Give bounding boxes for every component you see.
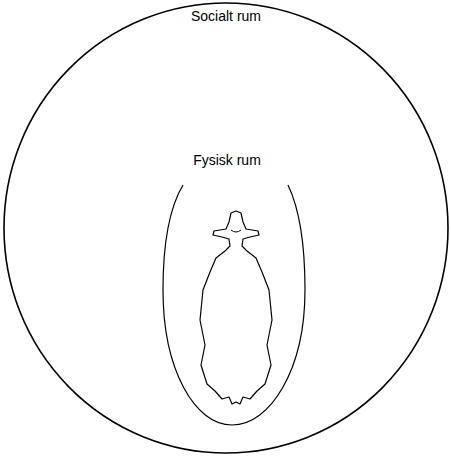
region-label: Fysisk rum [152, 152, 302, 169]
cow-silhouette [200, 211, 272, 404]
region-label: Socialt rum [3, 8, 449, 25]
circle-outline [4, 3, 448, 453]
circle-shape [3, 2, 449, 454]
cow-muzzle [231, 230, 241, 232]
oval-shape [160, 150, 310, 430]
oval-outline [163, 185, 305, 425]
physical-space-zone: Fysisk rum [160, 150, 310, 430]
social-space-circle: Fysisk rum Socialt rum [3, 2, 449, 454]
